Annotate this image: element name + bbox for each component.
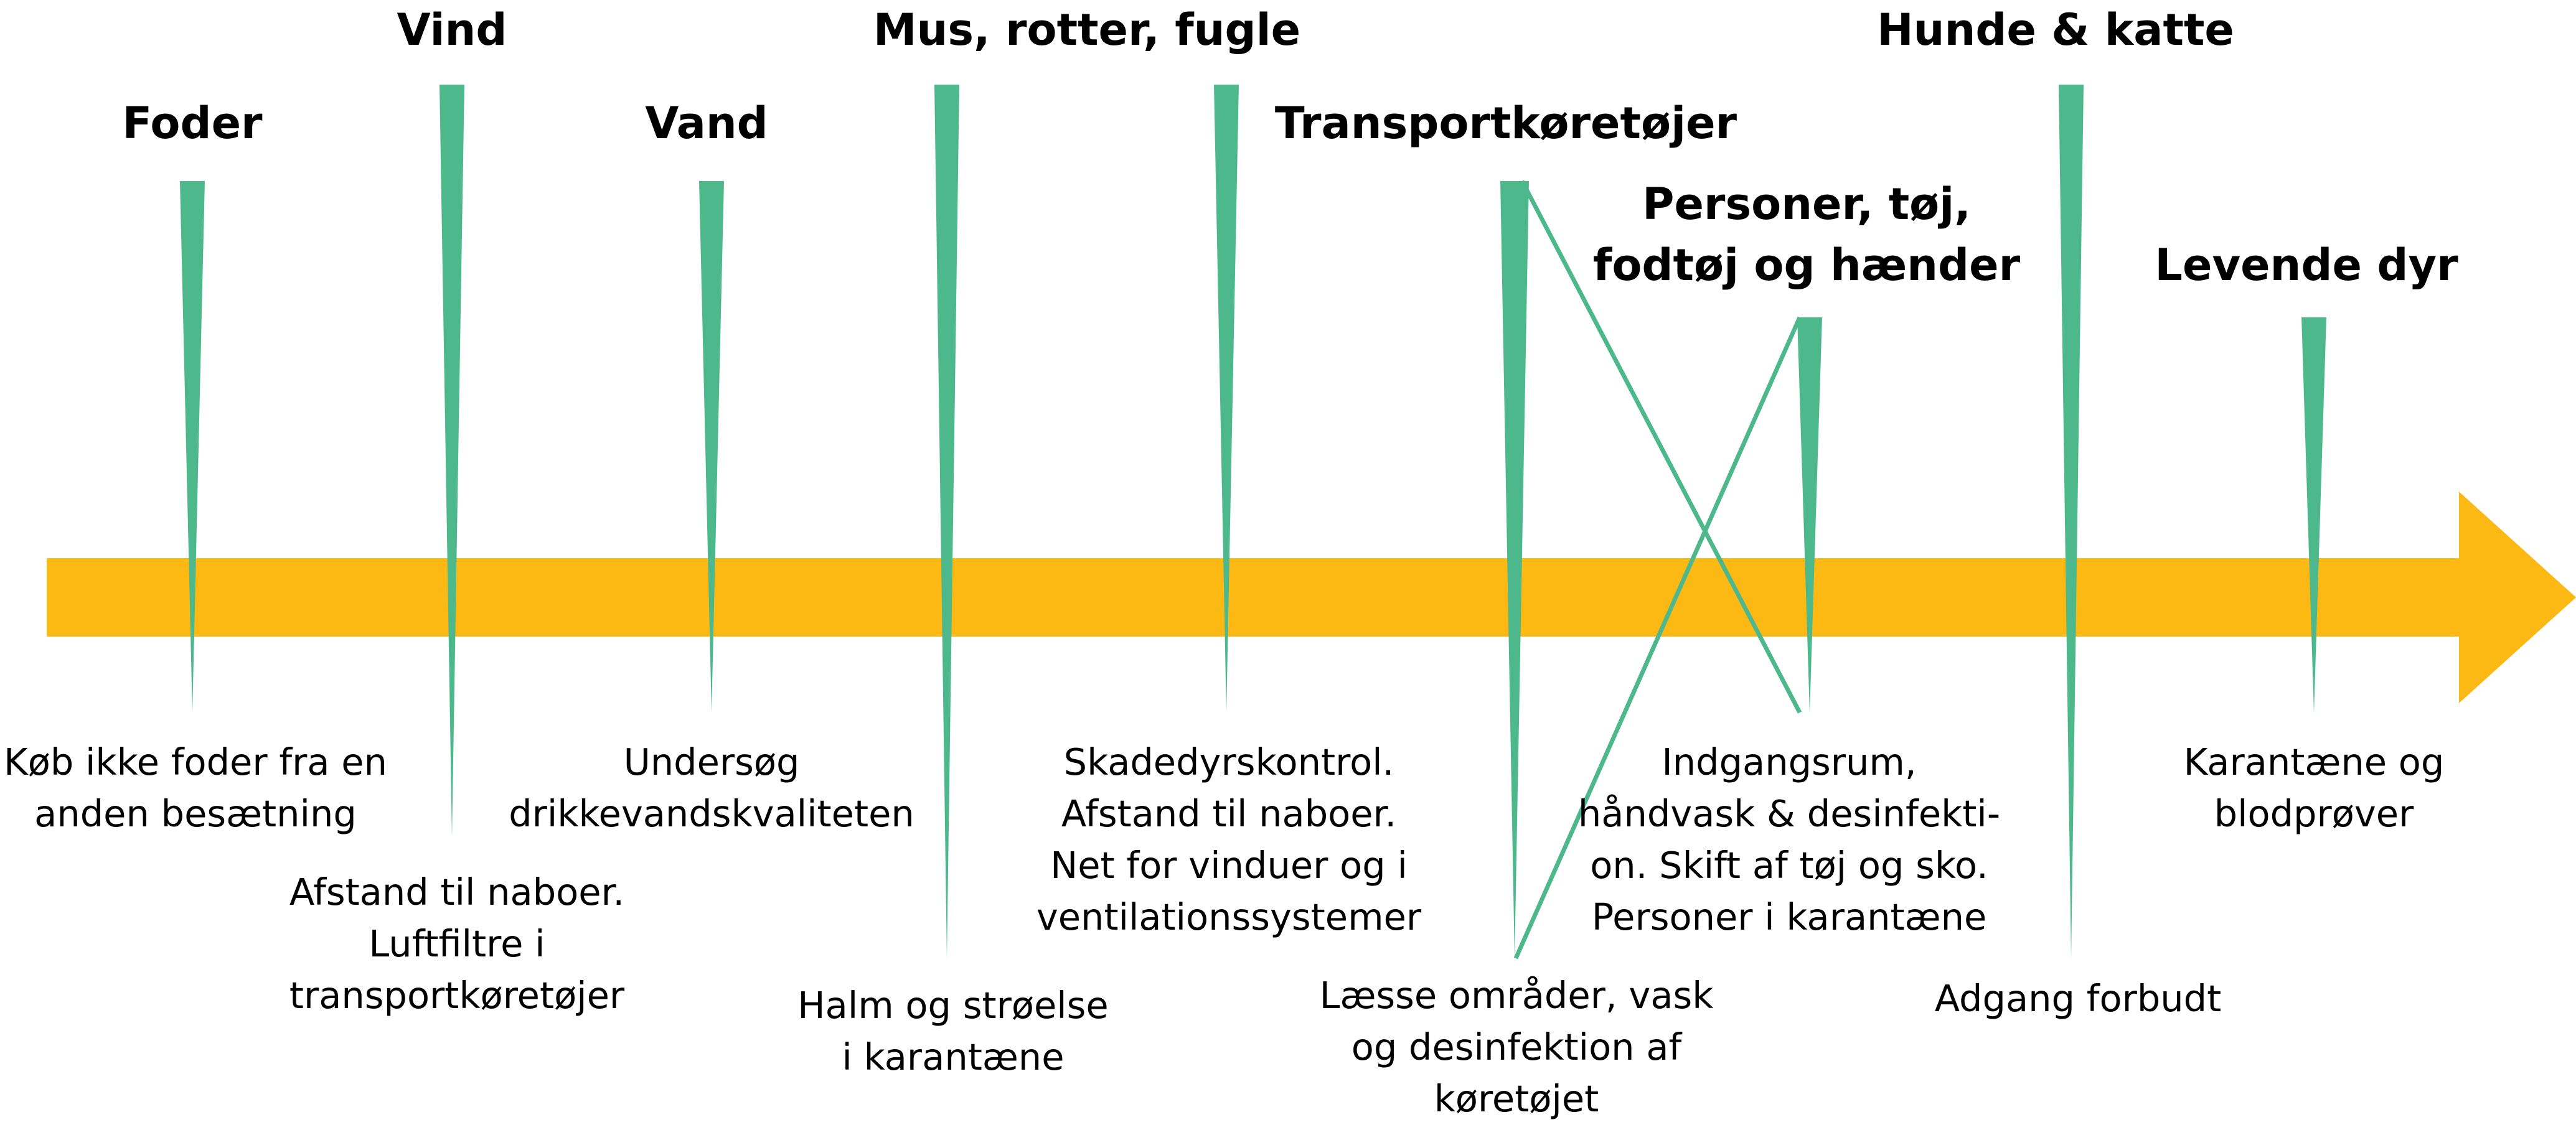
description-transport-line-3: køretøjet xyxy=(1434,1077,1599,1120)
spike-levende xyxy=(2301,317,2326,712)
description-personer-line-4: Personer i karantæne xyxy=(1592,895,1987,938)
description-transport-line-2: og desinfektion af xyxy=(1351,1026,1683,1068)
title-levende: Levende dyr xyxy=(2155,240,2458,291)
description-vand-line-1: Undersøg xyxy=(624,741,800,783)
description-vind-line-1: Afstand til naboer. xyxy=(289,871,624,913)
description-transport-line-1: Læsse områder, vask xyxy=(1320,974,1714,1017)
spike-hunde xyxy=(2059,85,2084,958)
title-foder: Foder xyxy=(122,98,263,149)
timeline-arrow xyxy=(47,492,2576,703)
description-levende-line-2: blodprøver xyxy=(2214,792,2414,835)
title-vind: Vind xyxy=(397,4,507,55)
description-skadedyr-line-2: Afstand til naboer. xyxy=(1061,792,1396,835)
title-personer-line-2: fodtøj og hænder xyxy=(1593,240,2021,291)
description-foder-line-2: anden besætning xyxy=(34,792,357,835)
description-vind-line-2: Luftfiltre i xyxy=(369,922,545,965)
description-vand-line-2: drikkevandskvaliteten xyxy=(509,792,914,835)
cross-connector-lines xyxy=(1513,180,1802,960)
title-personer-line-1: Personer, tøj, xyxy=(1642,179,1971,230)
description-hunde-line-1: Adgang forbudt xyxy=(1935,977,2222,1020)
description-skadedyr-line-3: Net for vinduer og i xyxy=(1050,844,1408,887)
spike-personer xyxy=(1797,317,1822,712)
description-skadedyr-line-1: Skadedyrskontrol. xyxy=(1064,741,1394,783)
description-vind-line-3: transportkøretøjer xyxy=(289,974,625,1017)
title-mus: Mus, rotter, fugle xyxy=(873,4,1300,55)
title-hunde: Hunde & katte xyxy=(1877,4,2234,55)
spike-skadedyr xyxy=(1214,85,1239,712)
description-mus-line-1: Halm og strøelse xyxy=(797,984,1108,1027)
spike-vand xyxy=(699,181,724,712)
cross-line-transport-to-personer xyxy=(1520,180,1802,714)
description-levende-line-1: Karantæne og xyxy=(2184,741,2445,783)
cross-line-personer-to-transport xyxy=(1513,316,1802,960)
description-personer-line-2: håndvask & desinfekti- xyxy=(1578,792,2000,835)
spike-mus xyxy=(934,85,959,958)
description-foder-line-1: Køb ikke foder fra en xyxy=(4,741,387,783)
title-transport: Transportkøretøjer xyxy=(1275,98,1737,149)
spike-transport xyxy=(1500,181,1529,958)
description-personer-line-3: on. Skift af tøj og sko. xyxy=(1590,844,1988,887)
description-personer-line-1: Indgangsrum, xyxy=(1662,741,1916,783)
description-mus-line-2: i karantæne xyxy=(842,1035,1065,1078)
factor-spikes xyxy=(180,85,2326,958)
title-vand: Vand xyxy=(645,98,768,149)
spike-vind xyxy=(440,85,464,837)
spike-foder xyxy=(180,181,205,712)
description-skadedyr-line-4: ventilationssystemer xyxy=(1037,895,1422,938)
